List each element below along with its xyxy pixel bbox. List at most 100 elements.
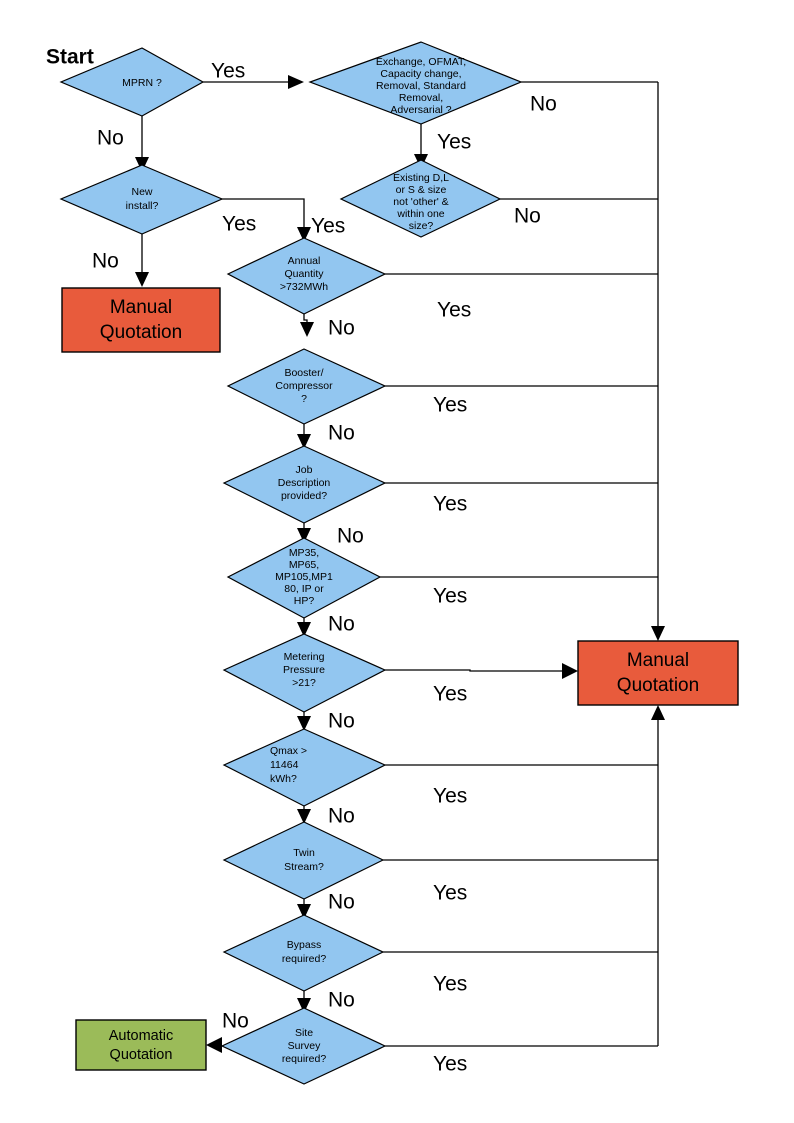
decision-annual-quantity[interactable]: Annual Quantity >732MWh <box>226 237 387 315</box>
edge-label-mpclass-yes: Yes <box>433 585 467 608</box>
svg-text:Quotation: Quotation <box>100 322 182 343</box>
svg-text:or S & size: or S & size <box>396 184 447 196</box>
edge-label-exchange-yes: Yes <box>437 131 471 154</box>
svg-text:within one: within one <box>396 208 444 220</box>
svg-text:Description: Description <box>278 477 331 489</box>
svg-text:Exchange, OFMAT,: Exchange, OFMAT, <box>376 56 466 68</box>
svg-text:Quotation: Quotation <box>617 675 699 696</box>
edge-label-mprn-no: No <box>97 127 124 150</box>
edge-label-qmax-no: No <box>328 805 355 828</box>
edge-label-booster-yes: Yes <box>433 394 467 417</box>
svg-text:80, IP or: 80, IP or <box>284 583 324 595</box>
decision-site-survey[interactable]: Site Survey required? <box>220 1007 387 1085</box>
svg-text:Compressor: Compressor <box>275 380 333 392</box>
decision-qmax[interactable]: Qmax > 11464 kWh? <box>222 728 387 807</box>
edge-label-metering-yes: Yes <box>433 683 467 706</box>
svg-text:Automatic: Automatic <box>109 1028 173 1044</box>
svg-text:MPRN ?: MPRN ? <box>122 77 162 89</box>
svg-text:Capacity change,: Capacity change, <box>380 68 461 80</box>
svg-text:HP?: HP? <box>294 595 315 607</box>
edge-label-bypass-yes: Yes <box>433 973 467 996</box>
svg-text:Job: Job <box>296 464 313 476</box>
decision-twin-stream[interactable]: Twin Stream? <box>222 821 385 900</box>
svg-text:New: New <box>131 186 152 198</box>
connector-right-bus-lower <box>651 705 665 1046</box>
connector-metering-no <box>297 712 311 731</box>
edge-label-twin-yes: Yes <box>433 882 467 905</box>
svg-text:Annual: Annual <box>288 255 321 267</box>
edge-label-mprn-yes: Yes <box>211 60 245 83</box>
edge-label-twin-no: No <box>328 891 355 914</box>
connector-booster-no <box>297 424 311 449</box>
svg-text:?: ? <box>301 393 307 405</box>
connector-metering-yes <box>385 663 578 679</box>
decision-exchange[interactable]: Exchange, OFMAT, Capacity change, Remova… <box>308 41 523 125</box>
connector-newinstall-yes <box>206 198 311 242</box>
svg-text:Removal,: Removal, <box>399 92 443 104</box>
edge-label-site-yes: Yes <box>433 1053 467 1076</box>
svg-text:Site: Site <box>295 1027 313 1039</box>
connector-mpclass-no <box>297 618 311 637</box>
svg-text:not 'other' &: not 'other' & <box>393 196 448 208</box>
edge-label-annual-yes: Yes <box>437 299 471 322</box>
svg-text:MP105,MP1: MP105,MP1 <box>275 571 333 583</box>
edge-label-site-no: No <box>222 1010 249 1033</box>
edge-label-newinstall-no: No <box>92 250 119 273</box>
decision-booster-compressor[interactable]: Booster/ Compressor ? <box>226 348 387 425</box>
edge-label-annual-no: No <box>328 317 355 340</box>
terminator-manual-quotation-right[interactable]: Manual Quotation <box>577 640 739 706</box>
terminator-automatic-quotation[interactable]: Automatic Quotation <box>75 1019 207 1071</box>
connector-right-bus-upper <box>651 82 665 641</box>
decision-mprn[interactable]: MPRN ? <box>59 47 205 117</box>
edge-label-mpclass-no: No <box>328 613 355 636</box>
connector-annual-no <box>300 314 314 337</box>
decision-bypass[interactable]: Bypass required? <box>222 914 385 992</box>
connector-newinstall-no <box>135 234 149 287</box>
svg-text:Survey: Survey <box>288 1040 321 1052</box>
edge-label-jobdesc-no: No <box>337 525 364 548</box>
svg-text:Existing D,L: Existing D,L <box>393 172 449 184</box>
edge-label-booster-no: No <box>328 422 355 445</box>
svg-text:Quantity: Quantity <box>284 268 324 280</box>
svg-text:kWh?: kWh? <box>270 773 297 785</box>
decision-new-install[interactable]: New install? <box>59 164 224 235</box>
svg-text:Bypass: Bypass <box>287 939 321 951</box>
svg-text:>21?: >21? <box>292 677 316 689</box>
svg-text:required?: required? <box>282 1053 327 1065</box>
start-label: Start <box>46 46 94 69</box>
connector-bypass-no <box>297 991 311 1013</box>
decision-job-description[interactable]: Job Description provided? <box>222 445 387 524</box>
svg-text:MP35,: MP35, <box>289 547 319 559</box>
edge-label-newinstall-yes: Yes <box>222 213 256 236</box>
svg-text:required?: required? <box>282 953 327 965</box>
decision-mp-class[interactable]: MP35, MP65, MP105,MP1 80, IP or HP? <box>226 537 382 619</box>
decision-existing-dls[interactable]: Existing D,L or S & size not 'other' & w… <box>339 159 502 238</box>
svg-text:Qmax >: Qmax > <box>270 745 307 757</box>
svg-text:Stream?: Stream? <box>284 861 324 873</box>
svg-text:install?: install? <box>126 200 159 212</box>
edge-label-exchange-no: No <box>530 93 557 116</box>
svg-text:Adversarial ?: Adversarial ? <box>390 104 451 116</box>
decision-metering-pressure[interactable]: Metering Pressure >21? <box>222 633 387 713</box>
svg-text:>732MWh: >732MWh <box>280 281 328 293</box>
edge-label-metering-no: No <box>328 710 355 733</box>
edge-label-existing-no: No <box>514 205 541 228</box>
svg-text:Removal, Standard: Removal, Standard <box>376 80 466 92</box>
svg-text:Metering: Metering <box>284 651 325 663</box>
svg-text:MP65,: MP65, <box>289 559 319 571</box>
svg-text:Booster/: Booster/ <box>284 367 323 379</box>
connector-site-no <box>206 1037 222 1053</box>
connector-jobdesc-no <box>297 523 311 543</box>
terminator-manual-quotation-left[interactable]: Manual Quotation <box>61 287 221 353</box>
connector-twin-no <box>297 899 311 919</box>
connector-mprn-no <box>135 116 149 172</box>
edge-label-jobdesc-yes: Yes <box>433 493 467 516</box>
connector-qmax-no <box>297 806 311 824</box>
svg-text:Twin: Twin <box>293 847 315 859</box>
svg-text:Pressure: Pressure <box>283 664 325 676</box>
edge-label-bypass-no: No <box>328 989 355 1012</box>
edge-label-existing-yes: Yes <box>311 215 345 238</box>
edge-label-qmax-yes: Yes <box>433 785 467 808</box>
svg-text:Manual: Manual <box>110 297 172 318</box>
svg-text:provided?: provided? <box>281 490 327 502</box>
